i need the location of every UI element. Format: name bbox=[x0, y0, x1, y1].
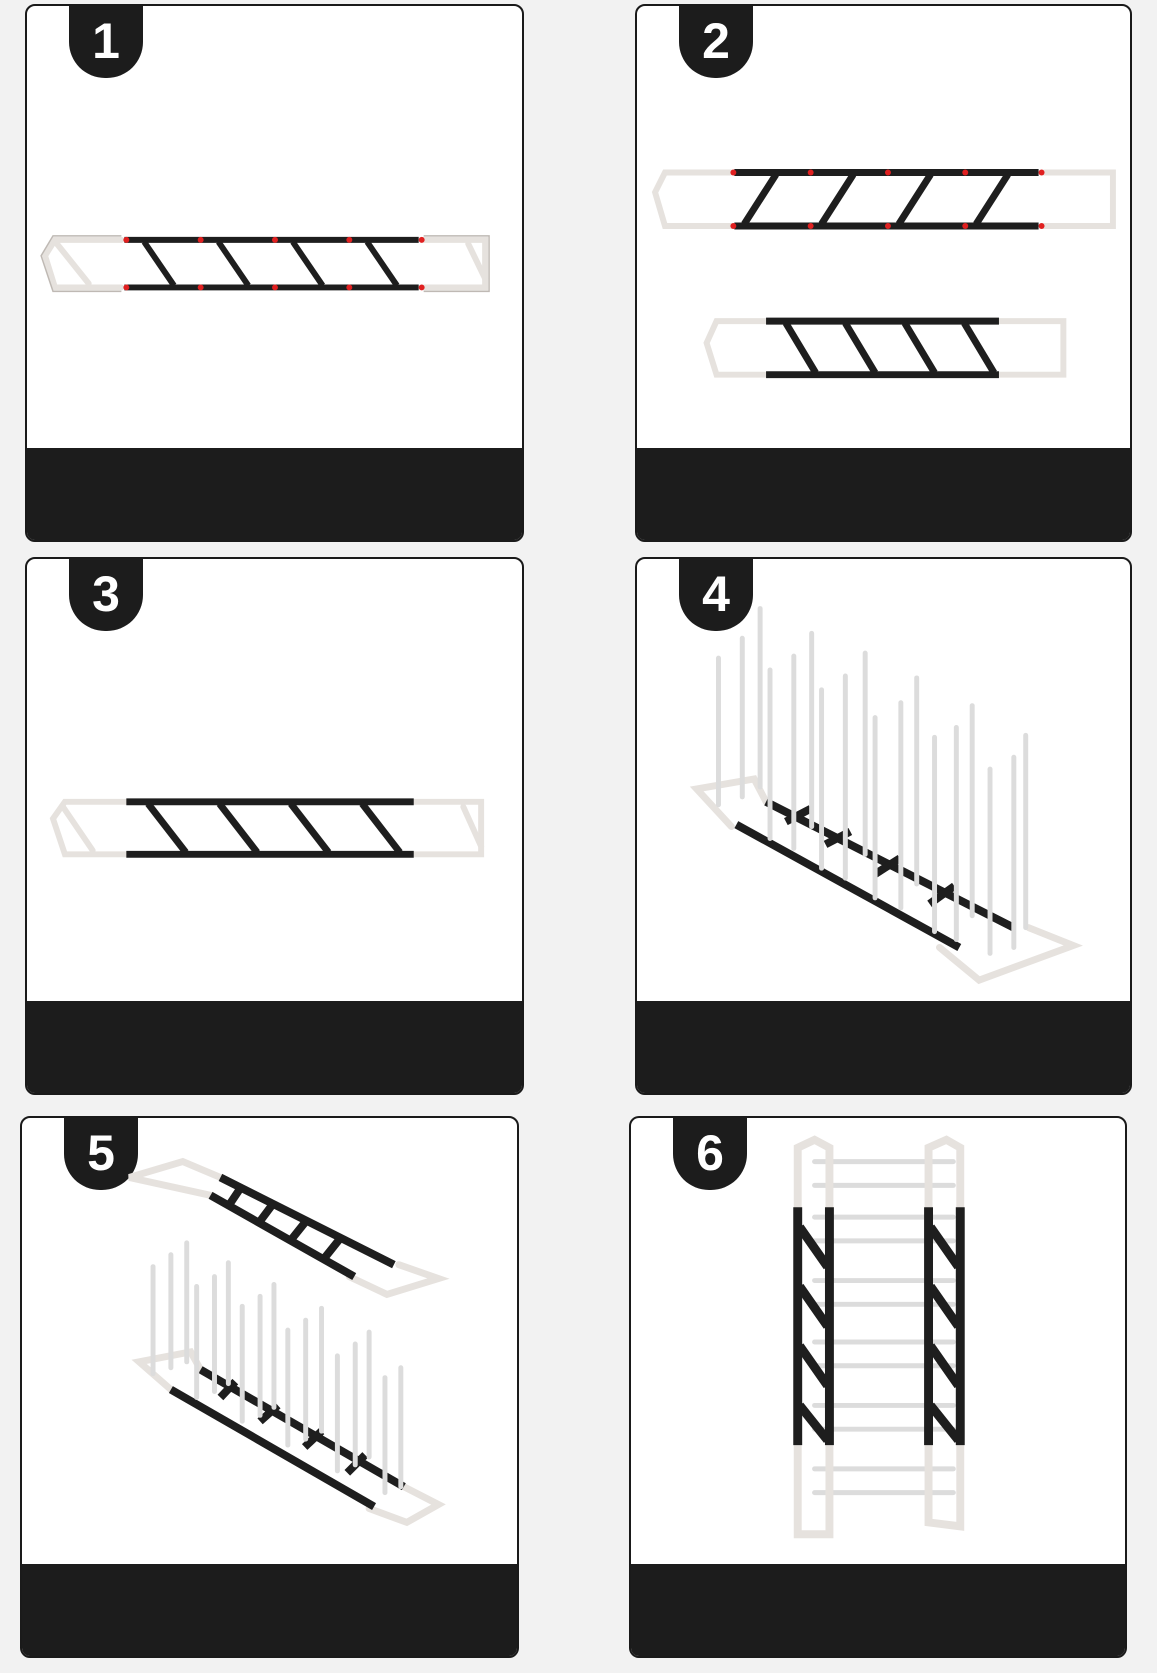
caption-bar bbox=[637, 448, 1130, 540]
assembled-base-frame-illustration bbox=[49, 798, 485, 858]
step-panel-4: 4 bbox=[635, 557, 1132, 1095]
step-number-badge: 1 bbox=[69, 6, 143, 78]
caption-bar bbox=[637, 1001, 1130, 1093]
attach-top-frame-illustration bbox=[128, 1157, 450, 1527]
flat-base-frame-illustration bbox=[40, 235, 490, 293]
base-with-vertical-poles-illustration bbox=[689, 606, 1083, 985]
two-base-frames-illustration bbox=[651, 169, 1116, 379]
caption-bar bbox=[22, 1564, 517, 1656]
step-number-badge: 3 bbox=[69, 559, 143, 631]
step-number-badge: 5 bbox=[64, 1118, 138, 1190]
step-number-badge: 4 bbox=[679, 559, 753, 631]
step-panel-3: 3 bbox=[25, 557, 524, 1095]
step-number-badge: 2 bbox=[679, 6, 753, 78]
completed-shoe-rack-illustration bbox=[793, 1135, 965, 1539]
step-number-badge: 6 bbox=[673, 1118, 747, 1190]
caption-bar bbox=[27, 1001, 522, 1093]
step-panel-1: 1 bbox=[25, 4, 524, 542]
step-panel-2: 2 bbox=[635, 4, 1132, 542]
step-panel-5: 5 bbox=[20, 1116, 519, 1658]
caption-bar bbox=[631, 1564, 1125, 1656]
step-panel-6: 6 bbox=[629, 1116, 1127, 1658]
caption-bar bbox=[27, 448, 522, 540]
